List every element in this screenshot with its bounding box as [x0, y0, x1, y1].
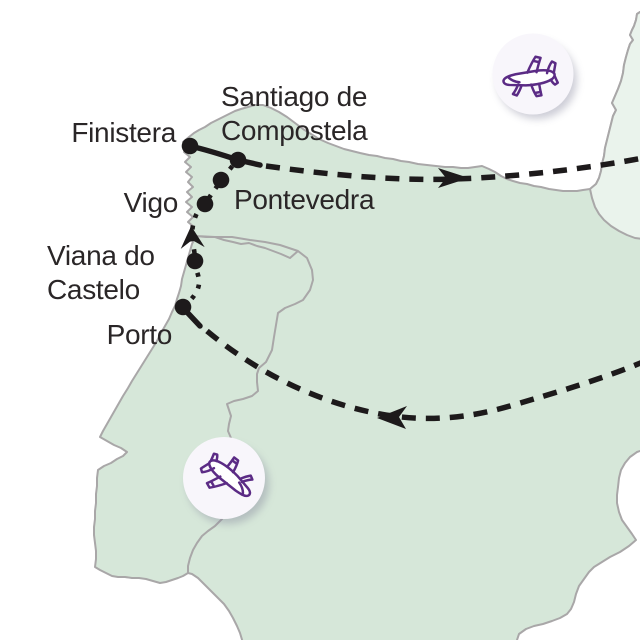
city-dot-santiago — [229, 151, 247, 169]
airplane-badge-bottom — [183, 437, 269, 524]
label-porto: Porto — [106, 319, 173, 350]
arrow-right-icon — [438, 168, 469, 188]
label-line: Castelo — [47, 274, 140, 305]
flight-path-outbound — [265, 155, 640, 183]
france-landmass — [589, 11, 640, 240]
city-dot-viana — [186, 252, 204, 270]
label-santiago-de-compostela: Santiago de Compostela — [221, 80, 368, 148]
chevron-up-arrow-icon — [180, 226, 205, 249]
city-dot-porto — [174, 298, 192, 316]
label-line: Santiago de — [221, 81, 368, 112]
city-dot-pontevedra — [212, 171, 230, 189]
label-pontevedra: Pontevedra — [234, 184, 375, 215]
arrow-left-icon — [377, 406, 407, 429]
label-line: Compostela — [221, 115, 368, 146]
airplane-badge-top — [492, 33, 577, 119]
label-vigo: Vigo — [123, 187, 179, 218]
city-dot-vigo — [196, 195, 214, 213]
label-line: Viana do — [47, 240, 155, 271]
flight-path-inbound — [205, 328, 640, 422]
city-dot-finistera — [181, 137, 199, 155]
label-finistera: Finistera — [71, 117, 176, 148]
label-viana-do-castelo: Viana do Castelo — [47, 239, 155, 307]
